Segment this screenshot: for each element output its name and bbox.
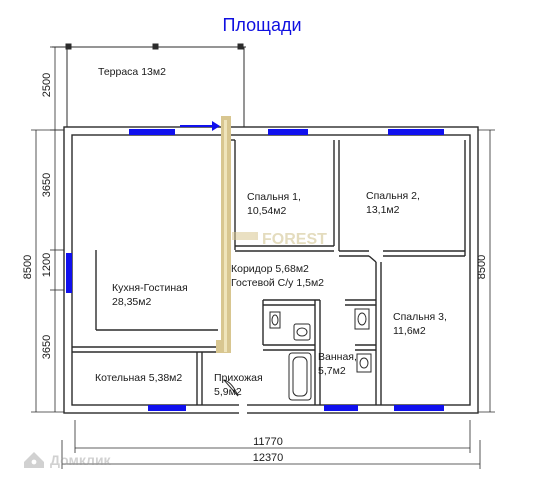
bedroom1-area: 10,54м2 xyxy=(247,205,286,217)
bedroom3-name: Спальня 3, xyxy=(393,311,447,323)
boiler-label: Котельная 5,38м2 xyxy=(95,372,182,384)
hall-area: 5,9м2 xyxy=(214,386,242,398)
window-kitchen-top xyxy=(129,129,175,135)
flue-pipe xyxy=(216,116,231,353)
kitchen-name: Кухня-Гостиная xyxy=(112,282,188,294)
guest-wc-label: Гостевой С/у 1,5м2 xyxy=(231,277,324,289)
svg-text:FOREST: FOREST xyxy=(262,231,327,248)
bedroom2-name: Спальня 2, xyxy=(366,190,420,202)
window-bedroom2 xyxy=(388,129,444,135)
entrance-gap xyxy=(239,402,247,416)
window-kitchen-left xyxy=(66,253,72,293)
window-bedroom3 xyxy=(394,405,444,411)
dim-left-total: 8500 xyxy=(22,255,34,279)
terrace xyxy=(52,43,246,127)
terrace-arrow-icon xyxy=(180,121,220,131)
svg-text:Домклик: Домклик xyxy=(50,452,112,468)
dimension-lines xyxy=(31,46,495,469)
window-boiler xyxy=(148,405,186,411)
hall-name: Прихожая xyxy=(214,372,263,384)
forest-watermark-logo: FOREST xyxy=(232,231,327,248)
bath-area: 5,7м2 xyxy=(318,365,346,377)
corridor-label: Коридор 5,68м2 xyxy=(231,263,309,275)
window-bedroom1 xyxy=(268,129,308,135)
bedroom2-area: 13,1м2 xyxy=(366,204,400,216)
dim-left-bottom: 3650 xyxy=(41,335,53,359)
dim-right-total: 8500 xyxy=(476,255,488,279)
dim-left-top: 3650 xyxy=(41,173,53,197)
plumbing-fixtures xyxy=(269,308,372,401)
dim-width-total: 12370 xyxy=(253,452,284,464)
domklik-logo: Домклик xyxy=(24,452,112,468)
door-swing xyxy=(223,379,239,397)
door-leaf xyxy=(223,379,239,397)
plan-title: Площади xyxy=(222,15,301,35)
dim-left-mid: 1200 xyxy=(41,253,53,277)
window-bath xyxy=(324,405,358,411)
bath-name: Ванная, xyxy=(318,351,357,363)
windows xyxy=(66,129,444,411)
dim-width-inner: 11770 xyxy=(253,436,283,448)
bedroom1-name: Спальня 1, xyxy=(247,191,301,203)
bedroom3-area: 11,6м2 xyxy=(393,325,426,337)
terrace-label: Терраса 13м2 xyxy=(98,66,166,78)
dim-terrace-depth: 2500 xyxy=(41,73,53,97)
kitchen-area: 28,35м2 xyxy=(112,296,151,308)
